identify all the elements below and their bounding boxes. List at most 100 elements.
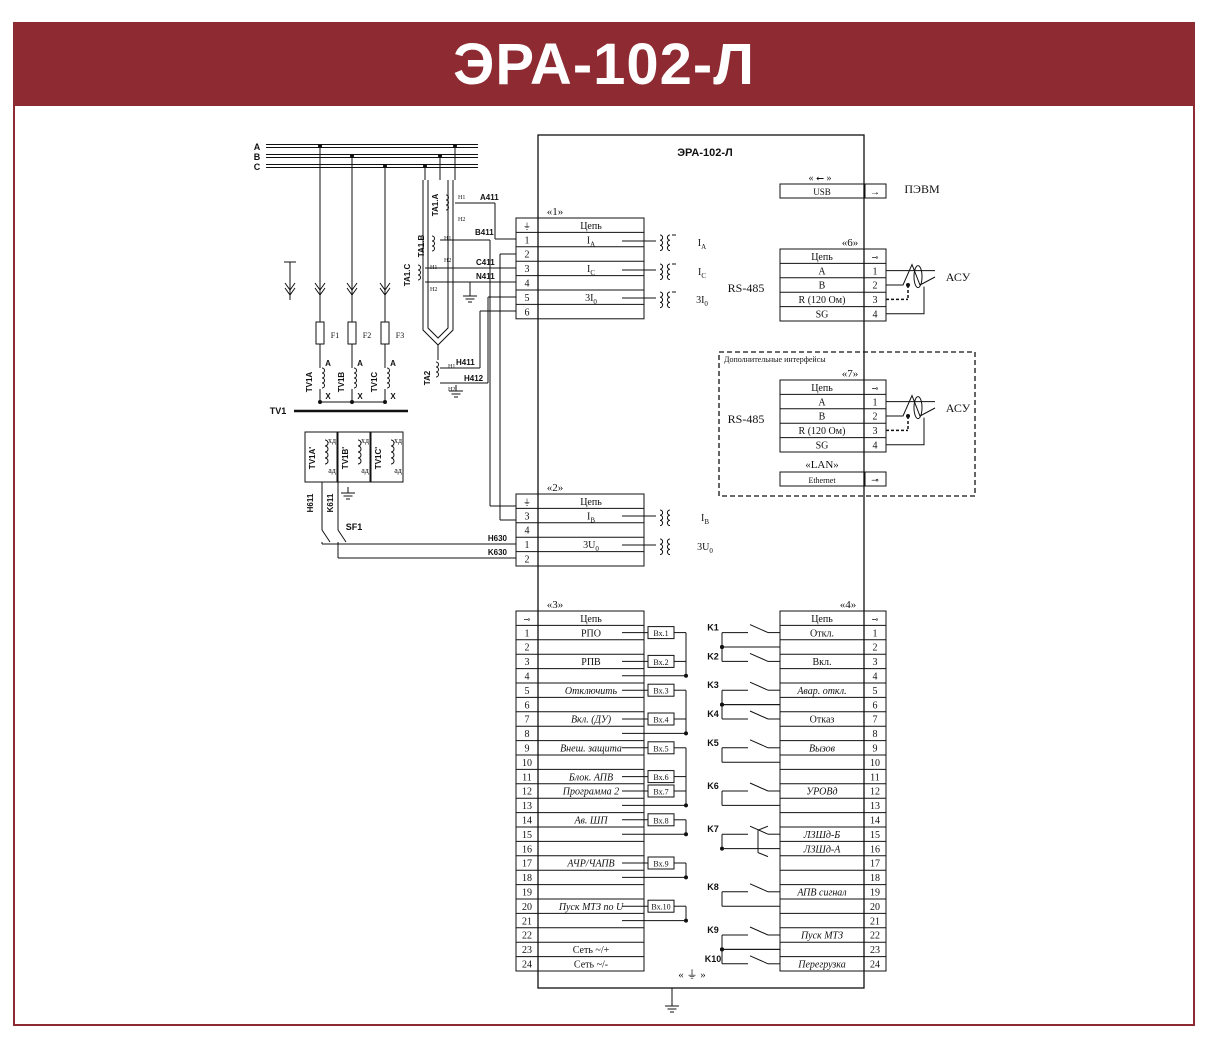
usb-label: USB [813, 187, 831, 197]
vt-secondary-label: TV1B' [341, 447, 350, 469]
vt-secondary-ad: aд [328, 466, 336, 475]
ct-coil [445, 194, 449, 211]
block6-block-label: «6» [842, 237, 859, 249]
block1-table [515, 217, 645, 320]
disconnect-icon [379, 282, 391, 296]
vt-terminal-x: X [357, 392, 363, 401]
block3-term-number: 11 [522, 772, 532, 783]
ct-h1-label: H1 [458, 195, 465, 201]
usb-symbol: « ⭠ » [809, 173, 832, 184]
relay-contact [749, 739, 769, 749]
block4-term-label: Перегрузка [797, 960, 846, 971]
block7-asu-label: АСУ [946, 401, 971, 415]
block4-term-number: 2 [873, 643, 878, 654]
label-subscript: C [590, 269, 595, 277]
vt-secondary-ad: aд [361, 466, 369, 475]
block2-term-number: 4 [525, 526, 530, 537]
relay-contact [749, 955, 769, 965]
block6-term-number: 1 [873, 266, 878, 277]
ct-label: TA1.A [431, 194, 440, 217]
block7-term-label: R (120 Ом) [799, 426, 846, 437]
block7-term-number: 1 [873, 397, 878, 408]
vt-terminal-a: A [390, 359, 396, 368]
block3-term-number: 23 [522, 945, 532, 956]
block3-term-label: Ав. ШП [573, 816, 608, 827]
block6-junction-dot [906, 283, 910, 287]
block3-term-label: Внеш. защита [560, 744, 622, 755]
block1-term-label: IC [587, 264, 595, 277]
block4-term-number: 19 [870, 888, 880, 899]
wire-label: K630 [488, 548, 508, 557]
k7-contact [757, 825, 769, 858]
relay-contact [749, 710, 769, 720]
label-main: I [587, 235, 590, 246]
block1-term-label: 3I0 [585, 293, 597, 306]
block2-coil-label: IB [701, 513, 709, 526]
input-label: Вх.2 [653, 658, 668, 667]
vt-terminal-a: A [325, 359, 331, 368]
block4-term-number: 11 [870, 772, 880, 783]
label-subscript: 0 [595, 545, 599, 553]
block1-term-number: 4 [525, 279, 530, 290]
block1-term-number: 3 [525, 264, 530, 275]
bus-junction-dot [423, 164, 427, 168]
block1-coil-label: IC [698, 267, 706, 280]
block2-coil [666, 538, 671, 556]
block1-term-number: 6 [525, 307, 530, 318]
block1-header: Цепь [580, 221, 602, 232]
block1-term-number: 2 [525, 250, 530, 261]
block6-header: Цепь [811, 252, 833, 263]
block6-rs485-label: RS-485 [728, 281, 765, 295]
phase-label: B [254, 152, 261, 162]
block2-coil-label: 3U0 [697, 542, 713, 555]
block1-coil [666, 263, 671, 281]
block6-term-label: SG [816, 310, 829, 321]
block3-term-number: 8 [525, 729, 530, 740]
additional-interfaces-box [718, 351, 976, 497]
block3-term-number: 6 [525, 700, 530, 711]
input-label: Вх.6 [653, 773, 668, 782]
block3-term-number: 13 [522, 801, 532, 812]
relay-label: K2 [707, 651, 719, 661]
fuse-label: F2 [363, 331, 371, 340]
block3-term-number: 21 [522, 916, 532, 927]
relay-contact [749, 926, 769, 936]
block1-term-label: IA [587, 235, 595, 248]
block4-term-number: 3 [873, 657, 878, 668]
label-subscript: C [701, 272, 706, 280]
label-main: I [587, 511, 590, 522]
page-title: ЭРА-102-Л [453, 31, 755, 97]
breaker-label: SF1 [346, 522, 363, 532]
block4-block-label: «4» [840, 599, 857, 611]
block1-coil [666, 234, 671, 252]
block1-coil-label: 3I0 [696, 295, 708, 308]
block4-ground-icon: ⊸ [872, 615, 879, 624]
block3-term-label: РПО [581, 628, 601, 639]
label-subscript: 0 [709, 547, 713, 555]
block3-term-number: 20 [522, 902, 532, 913]
block1-block-label: «1» [547, 206, 564, 218]
wire-label: B411 [475, 228, 494, 237]
usb-port [779, 183, 887, 199]
block1-term-number: 1 [525, 235, 530, 246]
vt-primary-coil [386, 367, 390, 389]
block3-term-number: 7 [525, 715, 530, 726]
relay-label: K1 [707, 623, 719, 633]
additional-interfaces-label: Дополнительные интерфейсы [724, 355, 826, 364]
block3-term-label: Блок. АПВ [568, 772, 613, 783]
block7-junction-dot [906, 414, 910, 418]
disconnect-icon [346, 282, 358, 296]
relay-contact [749, 883, 769, 893]
ethernet-port [779, 471, 887, 487]
input-label: Вх.1 [653, 629, 668, 638]
vt-terminal-x: X [325, 392, 331, 401]
ct-coil [417, 264, 421, 281]
relay-label: K10 [705, 954, 722, 964]
block6-term-label: B [819, 281, 826, 292]
wire-label: H411 [456, 358, 475, 367]
block4-term-label: ЛЗШд-А [803, 844, 842, 855]
block4-term-number: 7 [873, 715, 878, 726]
block3-header: Цепь [580, 614, 602, 625]
block7-block-label: «7» [842, 368, 859, 380]
input-label: Вх.5 [653, 744, 668, 753]
